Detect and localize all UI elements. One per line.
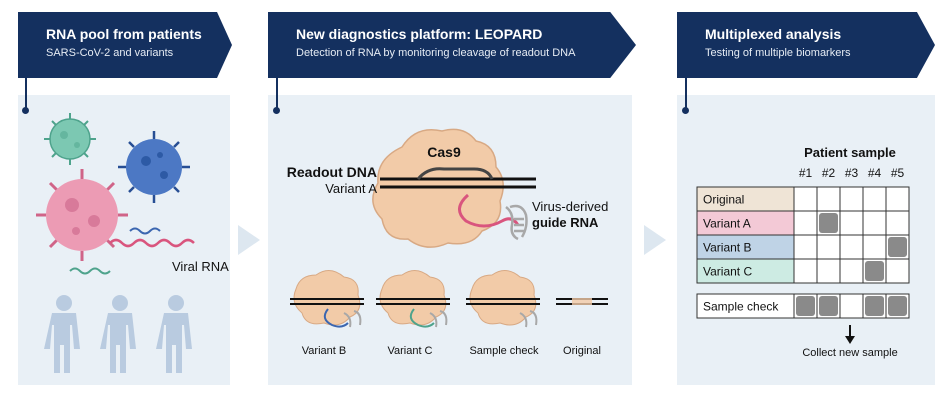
arrow-right-icon <box>644 225 666 255</box>
viral-rna-strand <box>109 238 195 248</box>
pin-line <box>276 78 278 110</box>
grid-cell <box>816 258 841 284</box>
grid-cell <box>839 293 864 319</box>
column-header: #1 <box>799 166 813 180</box>
row-label: Sample check <box>703 300 779 314</box>
rna-pool-illustration: Viral RNA <box>36 113 229 373</box>
grid-cell <box>793 210 818 236</box>
sample-check-complex <box>466 270 540 328</box>
column-header: #2 <box>822 166 836 180</box>
positive-signal-cell <box>819 296 838 316</box>
grid-cell <box>816 186 841 212</box>
guide-rna-line2: guide RNA <box>532 215 599 230</box>
rna-fragment-blue <box>129 227 161 235</box>
guide-rna <box>458 193 520 228</box>
readout-dna-label: Readout DNA <box>287 164 377 180</box>
grid-cell <box>839 258 864 284</box>
grid-cell <box>793 186 818 212</box>
panel-title: Multiplexed analysis <box>705 26 842 42</box>
variant-a-label: Variant A <box>325 181 377 196</box>
variant-c-complex <box>376 270 450 328</box>
banner-leopard: New diagnostics platform: LEOPARD Detect… <box>268 12 636 78</box>
row-label: Variant A <box>703 217 751 231</box>
leopard-illustration: Cas9 Readout DNA Variant A Virus-derived… <box>287 128 608 357</box>
original-label: Original <box>563 345 601 357</box>
panel-subtitle: Testing of multiple biomarkers <box>705 47 851 59</box>
grid-cell <box>793 258 818 284</box>
arrow-right-icon <box>238 225 260 255</box>
grid-cell <box>885 210 910 236</box>
pin-dot <box>22 107 29 114</box>
pink-virus-icon <box>36 169 128 261</box>
positive-signal-cell <box>796 296 815 316</box>
positive-signal-cell <box>865 261 884 281</box>
positive-signal-cell <box>819 213 838 233</box>
panel-title: RNA pool from patients <box>46 26 202 42</box>
row-label: Variant C <box>703 265 752 279</box>
panel-subtitle: SARS-CoV-2 and variants <box>46 47 174 59</box>
positive-signal-cell <box>888 237 907 257</box>
blue-virus-icon <box>118 131 190 203</box>
banner-multiplexed: Multiplexed analysis Testing of multiple… <box>677 12 935 78</box>
row-label-cell <box>696 293 795 319</box>
viral-rna-label: Viral RNA <box>172 259 229 274</box>
column-header: #5 <box>891 166 905 180</box>
row-label-cell <box>696 186 795 212</box>
original-dna <box>556 298 608 305</box>
arrow-down-icon <box>845 325 855 344</box>
positive-signal-cell <box>888 296 907 316</box>
grid-cell <box>816 234 841 260</box>
panel-subtitle: Detection of RNA by monitoring cleavage … <box>296 47 576 59</box>
guide-rna-line1: Virus-derived <box>532 199 608 214</box>
variant-c-label: Variant C <box>387 345 432 357</box>
panel-title: New diagnostics platform: LEOPARD <box>296 26 543 42</box>
grid-cell <box>885 258 910 284</box>
pin-dot <box>682 107 689 114</box>
row-label-cell <box>696 258 795 284</box>
collect-new-sample-label: Collect new sample <box>802 347 897 359</box>
grid-cell <box>839 186 864 212</box>
cas9-label: Cas9 <box>427 144 461 160</box>
row-label: Variant B <box>703 241 751 255</box>
patient-sample-title: Patient sample <box>804 145 896 160</box>
banner-rna-pool: RNA pool from patients SARS-CoV-2 and va… <box>18 12 232 78</box>
pin-dot <box>273 107 280 114</box>
grid-cell <box>885 186 910 212</box>
grid-cell <box>839 210 864 236</box>
positive-signal-cell <box>865 296 884 316</box>
guide-rna-hairpin <box>505 204 528 241</box>
column-header: #4 <box>868 166 882 180</box>
grid-cell <box>839 234 864 260</box>
teal-virus-icon <box>44 113 96 165</box>
variant-b-complex <box>290 270 364 328</box>
patients-icon <box>44 295 192 373</box>
row-label: Original <box>703 193 744 207</box>
grid-cell <box>862 186 887 212</box>
rna-fragment-teal <box>69 267 111 275</box>
column-header: #3 <box>845 166 859 180</box>
multiplex-grid: Patient sample #1 #2 #3 #4 #5 OriginalVarian… <box>696 145 910 359</box>
grid-cell <box>862 210 887 236</box>
grid-cell <box>793 234 818 260</box>
grid-cell <box>862 234 887 260</box>
sample-check-label: Sample check <box>469 345 539 357</box>
variant-b-label: Variant B <box>302 345 346 357</box>
pin-line <box>25 78 27 110</box>
pin-line <box>685 78 687 110</box>
